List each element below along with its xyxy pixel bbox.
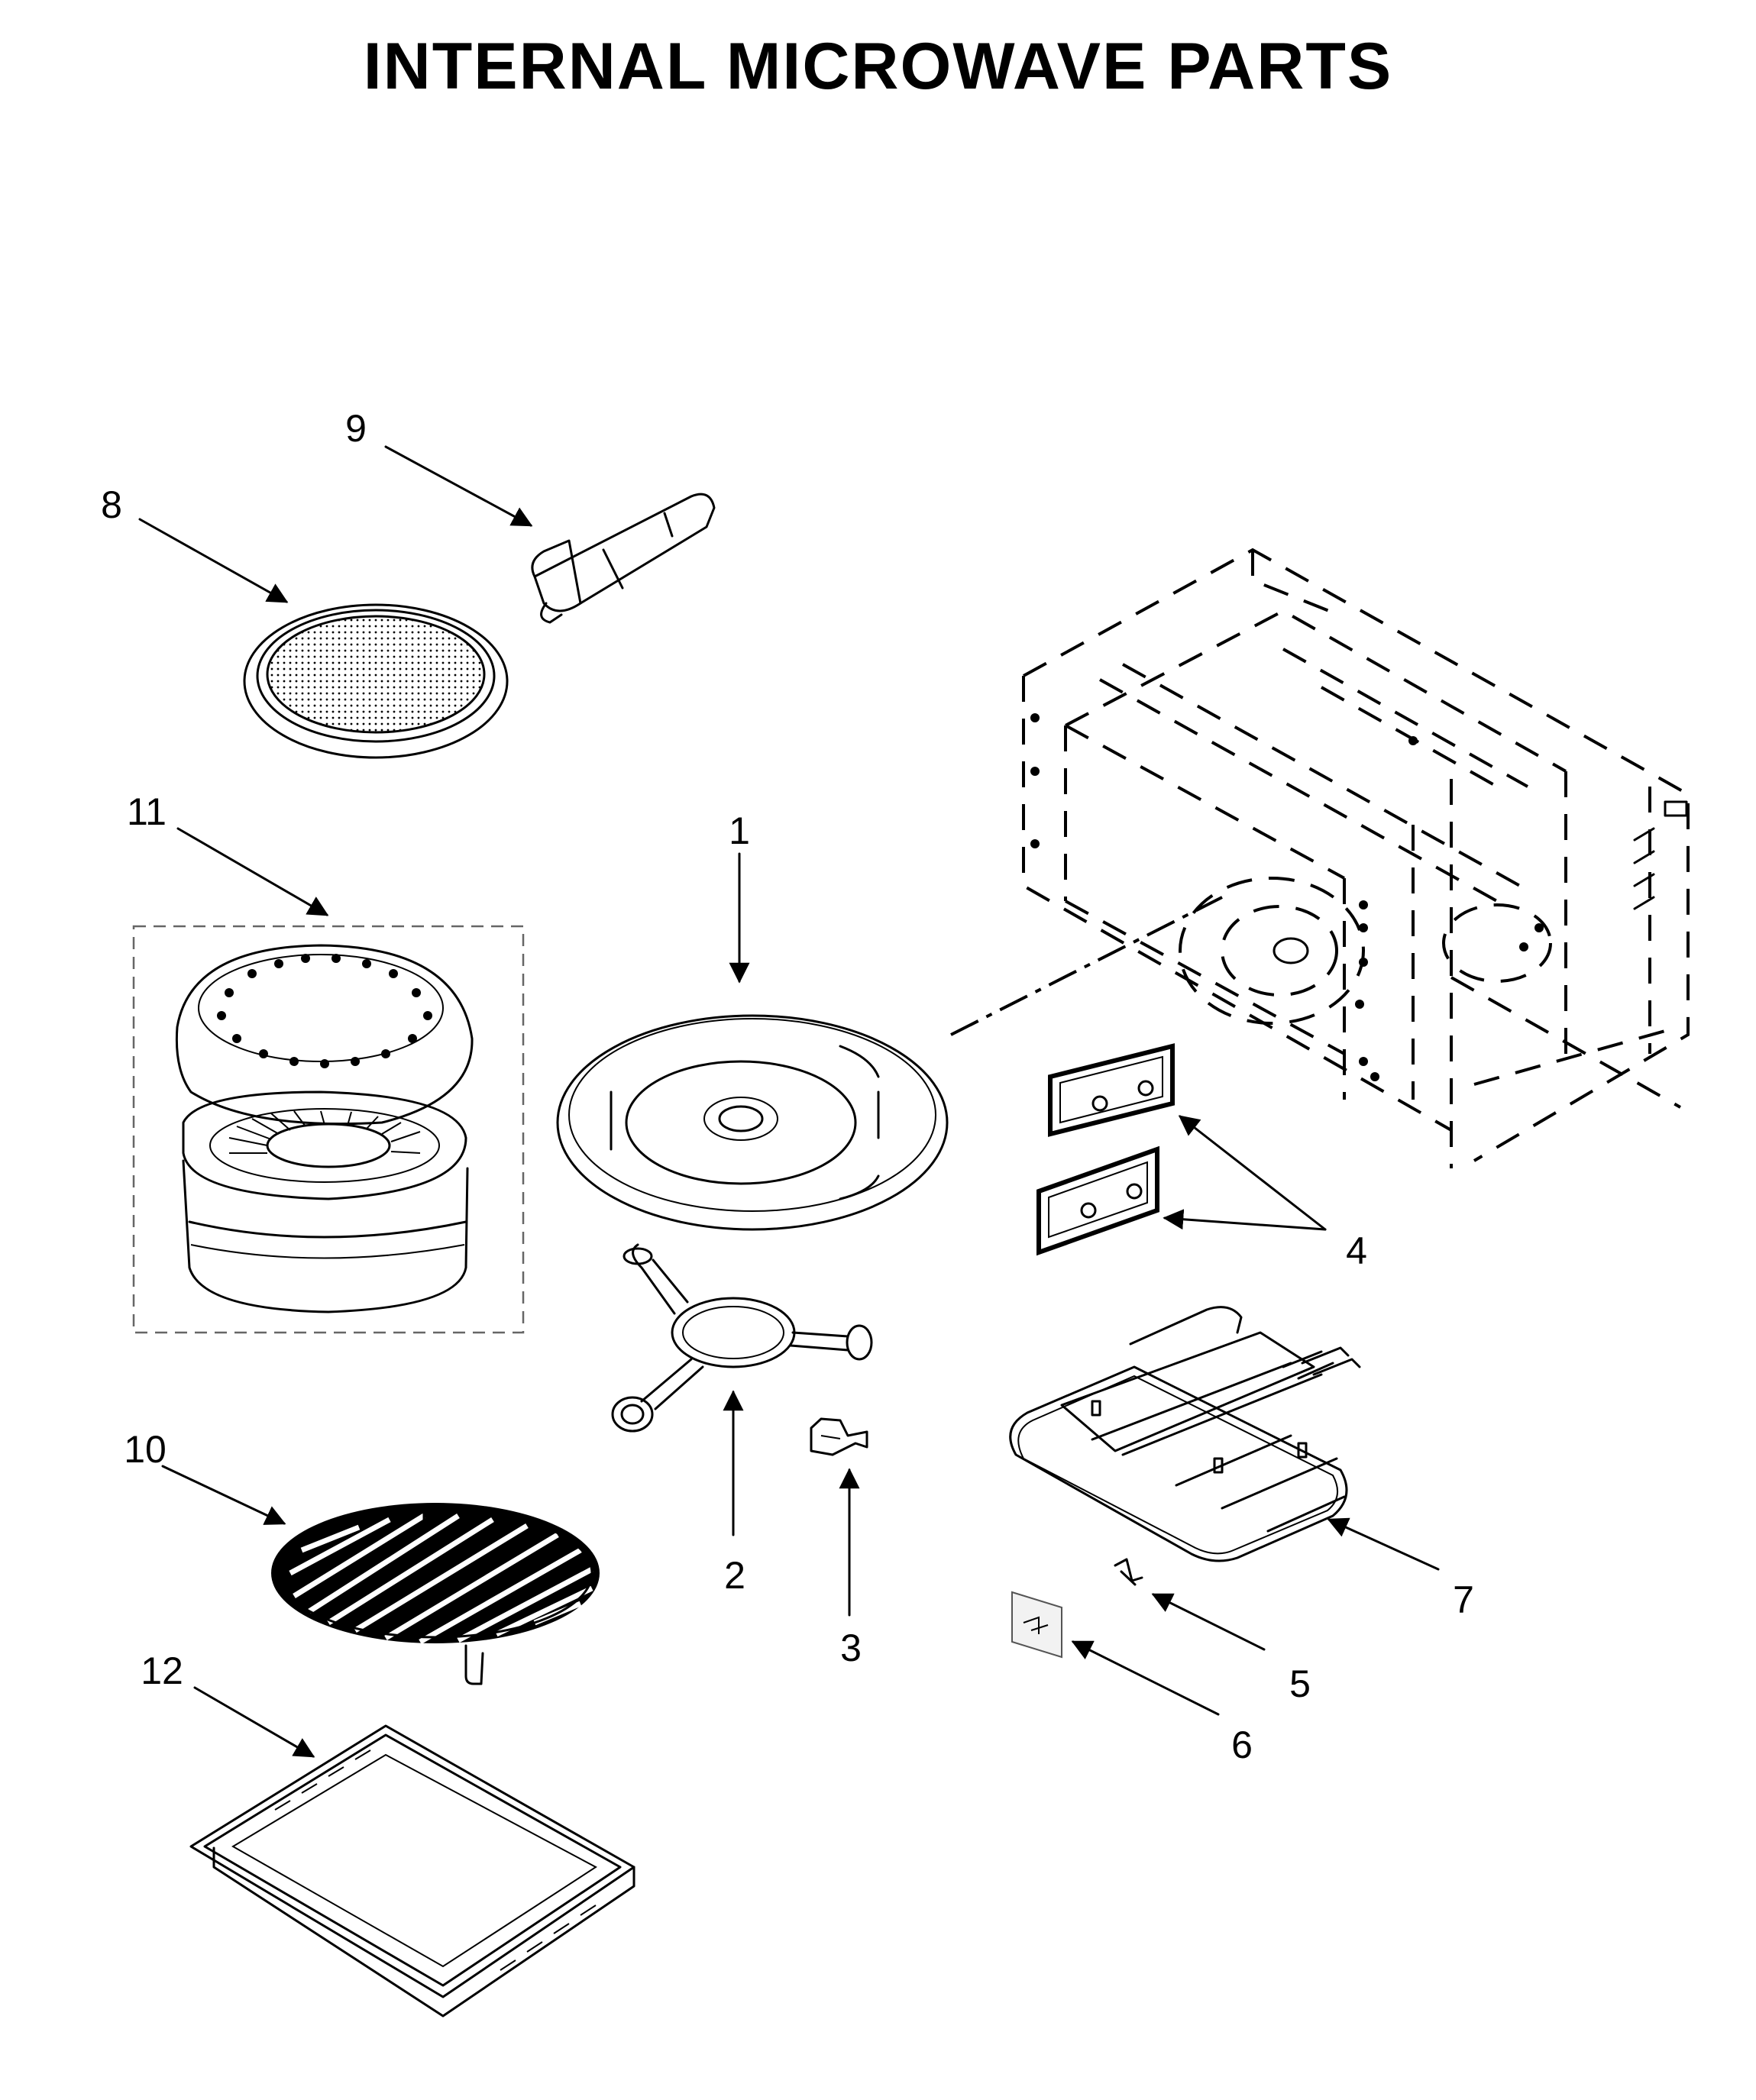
label-part <box>1011 1591 1062 1659</box>
leader-lines <box>138 445 1440 1758</box>
callout-12: 12 <box>141 1649 183 1692</box>
clip-part <box>810 1417 868 1456</box>
bracket-part <box>1114 1558 1143 1586</box>
oven-cavity-outline <box>950 548 1690 1168</box>
callout-3: 3 <box>840 1627 862 1669</box>
grill-rack-part <box>271 1503 600 1685</box>
callout-7: 7 <box>1453 1578 1474 1621</box>
callout-4: 4 <box>1346 1229 1367 1272</box>
callout-1: 1 <box>729 809 750 852</box>
callout-10: 10 <box>124 1428 167 1471</box>
roller-support-part <box>611 1243 873 1433</box>
callout-8: 8 <box>101 483 122 526</box>
crisper-handle-part <box>531 493 716 624</box>
callout-labels: 1 2 3 4 5 6 7 8 9 10 11 12 <box>101 407 1474 1766</box>
callout-11: 11 <box>127 790 167 833</box>
page-title: INTERNAL MICROWAVE PARTS <box>363 30 1393 103</box>
heating-element-part <box>1009 1306 1361 1562</box>
steamer-part <box>132 925 525 1334</box>
callout-6: 6 <box>1231 1724 1253 1766</box>
crisper-plate-part <box>243 603 509 759</box>
callout-5: 5 <box>1289 1662 1311 1705</box>
baking-tray-part <box>189 1724 635 2018</box>
callout-2: 2 <box>724 1554 745 1597</box>
callout-9: 9 <box>345 407 367 450</box>
waveguide-cover-part <box>1036 1043 1175 1256</box>
turntable-part <box>556 1014 949 1231</box>
